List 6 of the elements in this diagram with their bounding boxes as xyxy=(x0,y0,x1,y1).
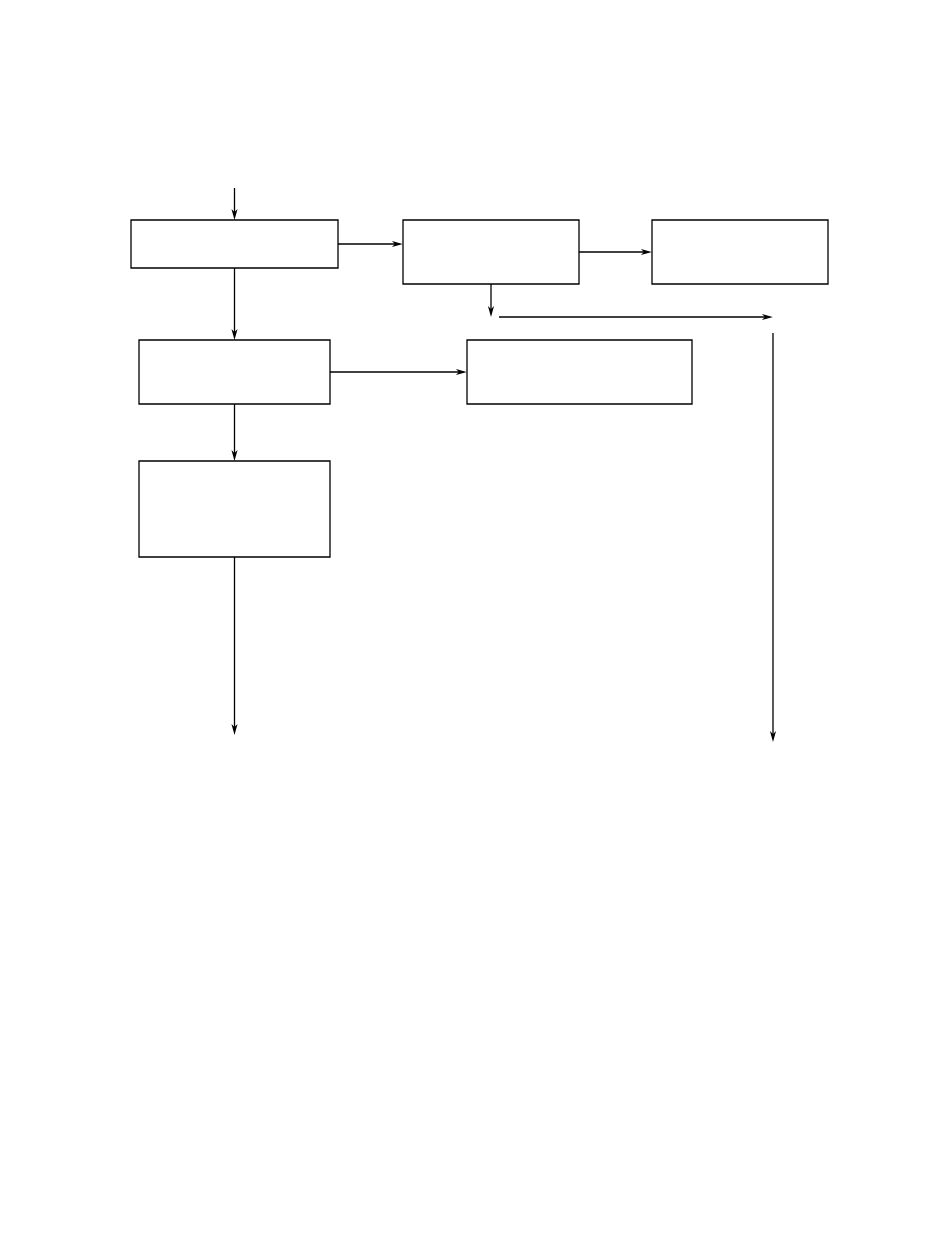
process-box xyxy=(130,219,339,269)
process-box xyxy=(402,219,580,285)
process-box xyxy=(651,219,829,285)
process-box xyxy=(138,460,331,558)
process-box xyxy=(466,339,693,405)
process-box xyxy=(138,339,331,405)
